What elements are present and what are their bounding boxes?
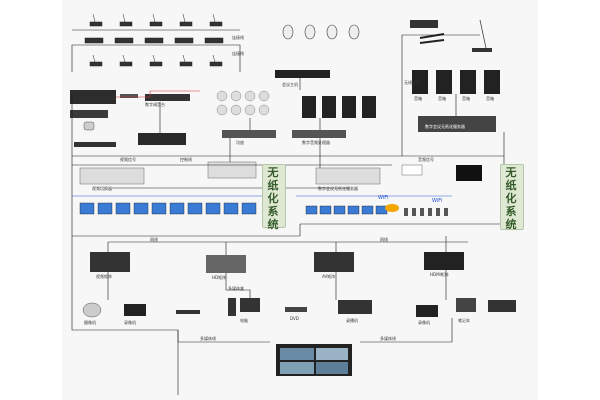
label-cable-2: 连接线 [232,51,244,56]
mic-chain [71,44,241,72]
label-matrix-right: AV矩阵 [322,274,336,279]
bottom-camcorder-right [416,305,438,317]
bottom-laptop [456,298,476,312]
paperless-banner-right: 无纸化系统 [505,166,517,231]
paperless-banner-left: 无纸化系统 [267,166,279,231]
ptz-camera [83,121,95,131]
label-aux: 多媒体线 [200,336,216,341]
label-video-switch: 视频切换器 [92,186,112,191]
label-matrix-hdmi: HDMI矩阵 [430,272,449,277]
ceiling-speaker-grid [216,90,270,116]
label-cable: 连接线 [232,35,244,40]
paperless-banner-left-box [262,164,286,228]
laptop-row-left [79,202,257,215]
label-recorder: 录播机 [346,318,358,323]
wifi-label-right: WiFi [432,198,443,204]
conference-host [70,90,116,104]
tablet-row-right [305,205,388,215]
label-wireless-mic: 无线话筒 [404,80,420,85]
mic-array-top [84,13,224,67]
label-paperless-host-2: 数字会议无纸化服务器 [318,186,358,191]
label-media-box: 多媒体盒 [228,286,244,291]
phone-row-right [404,208,448,216]
wireless-receiver [410,20,438,28]
label-speaker-4: 音箱 [486,96,494,101]
signal-wires-red [116,90,200,98]
bottom-board [176,310,200,314]
paperless-server [418,116,496,132]
matrix-left [90,252,130,272]
diagram-background [62,0,538,400]
bottom-camcorder [124,304,146,316]
matrix-right [314,252,354,272]
video-server [138,133,186,145]
label-host: 会议主机 [282,82,298,87]
speaker-row-center [302,96,376,118]
video-switch-right [315,167,381,185]
label-aux-right: 多媒体线 [380,336,396,341]
audio-processor [292,130,346,138]
bottom-pc-tower [228,298,236,316]
label-paperless-host: 数字会议无纸化服务器 [425,124,465,129]
label-camcorder-right: 录像机 [418,320,430,325]
bottom-device [488,300,516,312]
label-audio-matrix: 数字音频处理器 [302,140,330,145]
mic-row-3 [89,54,223,67]
audio-mixer [145,94,190,101]
label-vid-signal: 视频信号 [120,157,136,162]
label-speaker-2: 音箱 [438,96,446,101]
label-aud-signal: 音频信号 [418,157,434,162]
label-camcorder: 录像机 [124,320,136,325]
amp-center [222,130,276,138]
label-matrix-left: 视频矩阵 [96,274,112,279]
ptz-camera-row [282,24,360,40]
video-switch-left [79,167,145,185]
control-panel [456,165,482,181]
video-switch-mid [207,161,257,179]
label-camera: 摄像机 [84,320,96,325]
bottom-dvd [285,307,307,312]
matrix-center [206,255,246,273]
label-speaker-3: 音箱 [462,96,470,101]
label-net-2: 网线 [380,237,388,242]
speaker-row-right [412,70,500,94]
label-amp: 功放 [236,140,244,145]
label-ctrl: 控制线 [180,157,192,162]
bottom-camera [82,302,102,318]
video-processor [275,70,330,78]
wifi-label-left: WiFi [378,195,389,201]
label-pc: 电脑 [240,318,248,323]
wifi-router [401,164,423,176]
label-sound-mixer: 数字调音台 [145,102,165,107]
label-speaker-1: 音箱 [414,96,422,101]
bottom-recorder [338,300,372,314]
wiring [71,62,505,395]
bottom-monitor [240,298,260,312]
paperless-banner-right-box [500,164,524,230]
label-dvd: DVD [290,316,299,321]
label-net: 网线 [150,237,158,242]
mic-row-1 [89,13,223,27]
matrix-hdmi [424,252,464,270]
label-matrix-mid: HD矩阵 [212,275,227,280]
mic-row-2 [84,37,224,44]
label-laptop: 笔记本 [458,318,470,323]
